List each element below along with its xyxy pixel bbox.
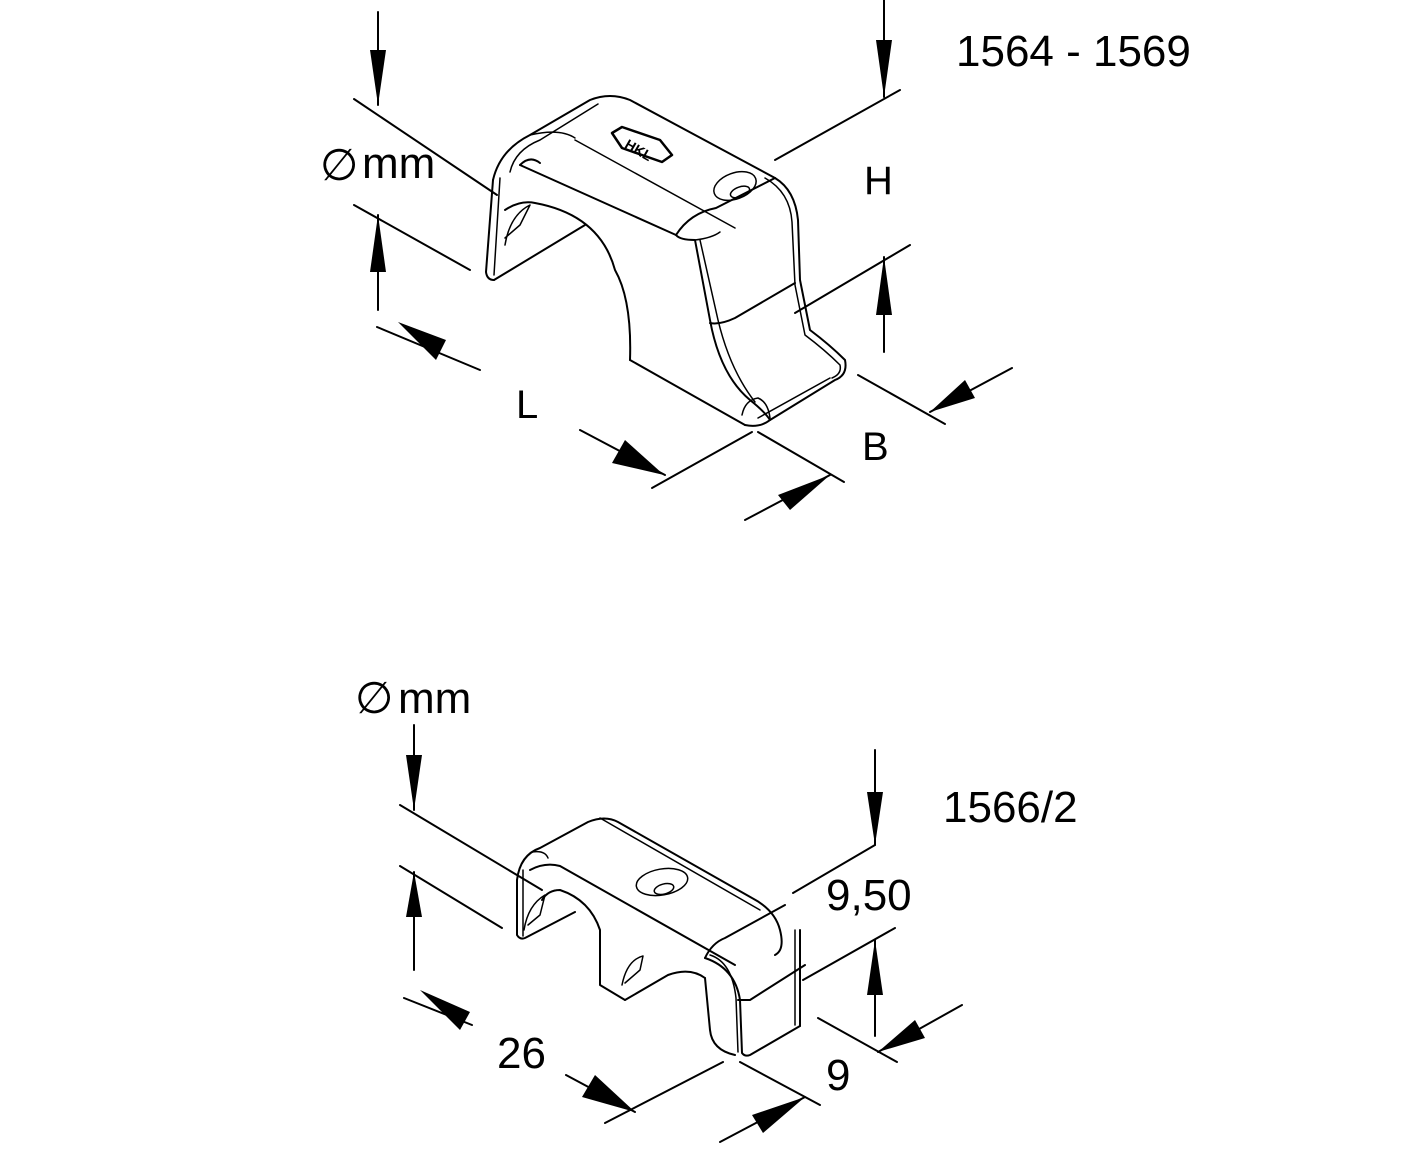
height-value: 9,50 (826, 871, 912, 920)
bottom-diameter-symbol: ∅ (355, 674, 393, 723)
width-label: B (862, 425, 889, 469)
length-label: L (516, 383, 538, 427)
bottom-diameter-unit: mm (398, 674, 471, 723)
top-diameter-symbol: ∅ (320, 141, 358, 190)
bottom-product-label: 1566/2 (943, 783, 1078, 832)
bottom-clip-drawing (399, 724, 963, 1143)
top-product-range-label: 1564 - 1569 (956, 27, 1191, 76)
height-label: H (864, 159, 893, 203)
top-diameter-unit: mm (362, 139, 435, 188)
hkl-logo: HKL (622, 136, 655, 164)
length-value: 26 (497, 1029, 546, 1078)
width-value: 9 (826, 1051, 850, 1100)
top-clip-drawing: HKL (353, 0, 1013, 521)
